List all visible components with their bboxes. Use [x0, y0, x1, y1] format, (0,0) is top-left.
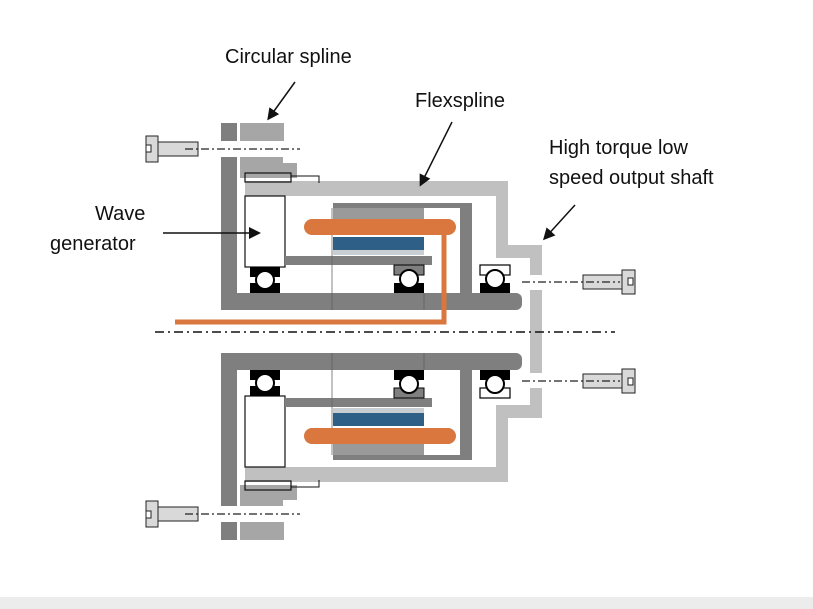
label-wave-generator-1: Wave	[95, 203, 145, 225]
label-wave-generator-2: generator	[50, 233, 136, 255]
label-output-shaft-2: speed output shaft	[549, 167, 714, 189]
arrow-flexspline	[419, 121, 453, 187]
label-output-shaft-1: High torque low	[549, 137, 689, 159]
label-circular-spline: Circular spline	[225, 46, 352, 68]
footer-bar	[0, 597, 813, 609]
input-line	[175, 226, 447, 325]
lower-half	[145, 330, 636, 541]
arrow-output-shaft	[542, 204, 576, 241]
arrow-circular-spline	[267, 81, 296, 121]
label-flexspline: Flexspline	[415, 90, 505, 112]
